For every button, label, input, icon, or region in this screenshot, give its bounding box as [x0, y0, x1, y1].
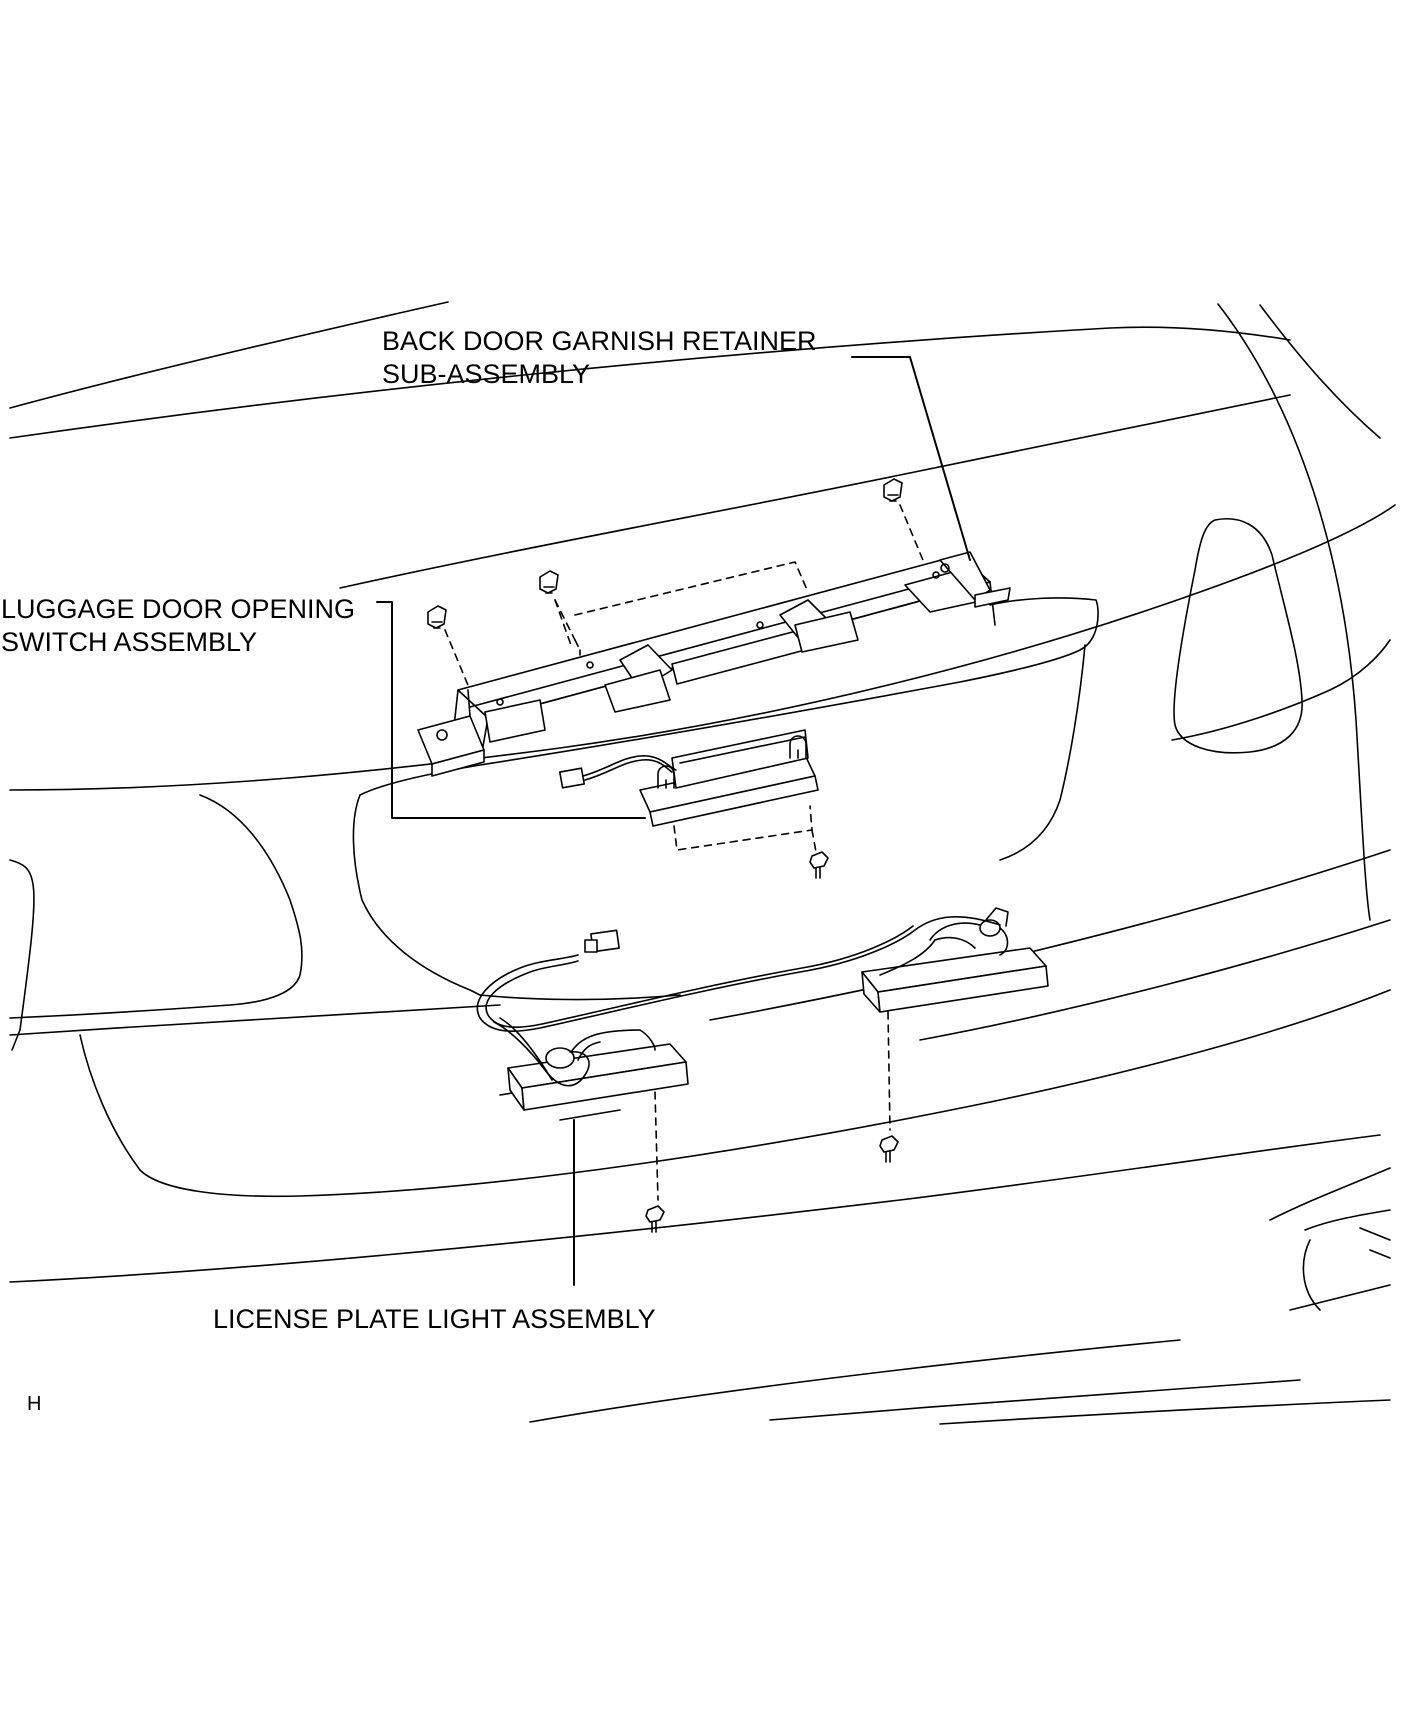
label-license-plate-light: LICENSE PLATE LIGHT ASSEMBLY	[213, 1304, 656, 1334]
leader-lines	[377, 357, 970, 1285]
back-door-garnish-retainer	[418, 552, 1010, 776]
label-back-door-garnish-retainer: BACK DOOR GARNISH RETAINER SUB-ASSEMBLY	[382, 326, 817, 389]
label-luggage-door-switch: LUGGAGE DOOR OPENING SWITCH ASSEMBLY	[1, 594, 356, 657]
license-plate-light-left	[508, 1030, 688, 1120]
wire-harness	[477, 908, 1008, 1086]
car-body-outline	[10, 302, 1395, 1424]
screw-icon	[810, 852, 828, 878]
assembly-guide-lines	[445, 505, 925, 690]
license-light-guide-lines	[655, 1012, 890, 1200]
clip-icon	[428, 479, 902, 628]
luggage-door-switch	[560, 730, 818, 826]
switch-guide-lines	[674, 806, 816, 852]
license-plate-light-right	[862, 920, 1048, 1012]
screw-icon	[646, 1136, 898, 1232]
figure-id: H	[27, 1393, 42, 1415]
